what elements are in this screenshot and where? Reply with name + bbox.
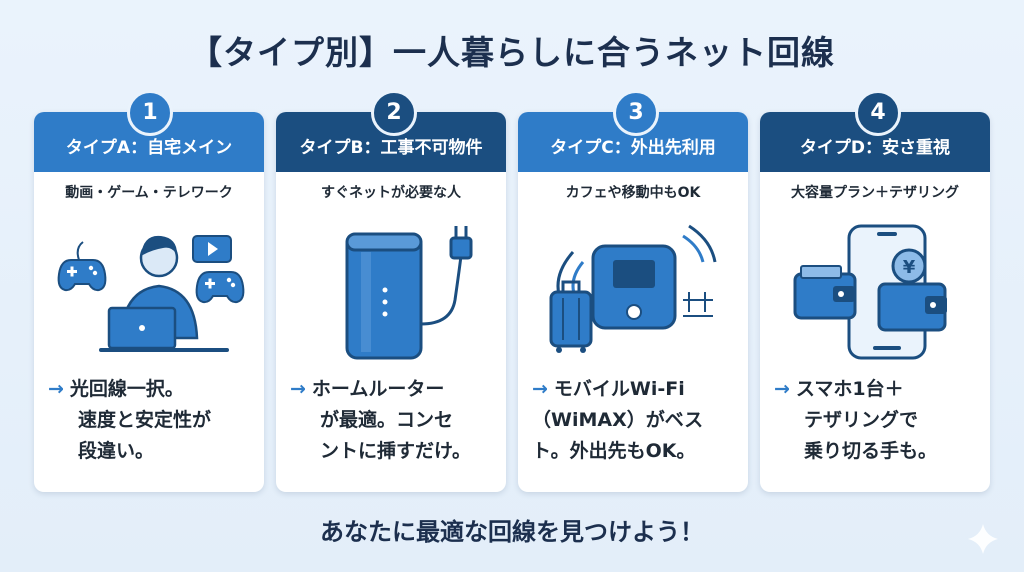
card-1-subtitle: 動画・ゲーム・テレワーク xyxy=(65,185,233,201)
arrow-right-icon: → xyxy=(774,378,790,400)
footer-message: あなたに最適な回線を見つけよう！ xyxy=(320,518,704,546)
card-3-description: →モバイルWi-Fi （WiMAX）がベス ト。外出先もOK。 xyxy=(532,378,704,462)
mobile-wifi-suitcase-icon xyxy=(549,224,717,353)
card-1-description: →光回線一択。 速度と安定性が 段違い。 xyxy=(48,378,212,462)
sparkle-icon xyxy=(968,524,998,554)
card-2-subtitle: すぐネットが必要な人 xyxy=(321,185,461,201)
card-1-number-badge: 1 xyxy=(127,90,173,136)
home-router-plug-icon xyxy=(345,226,473,360)
card-4-subtitle: 大容量プラン＋テザリング xyxy=(791,185,959,201)
card-3-subtitle: カフェや移動中もOK xyxy=(565,185,701,201)
card-2-description: →ホームルーター が最適。コンセ ントに挿すだけ。 xyxy=(290,378,472,462)
card-type-c: タイプC：外出先利用 カフェや移動中もOK →モバイルWi-Fi （WiMAX）… xyxy=(518,112,748,492)
card-3-header: タイプC：外出先利用 xyxy=(518,112,748,172)
arrow-right-icon: → xyxy=(532,378,548,400)
smartphone-wallet-yen-icon: ¥ xyxy=(793,224,947,360)
svg-text:¥: ¥ xyxy=(903,257,916,278)
card-4-header: タイプD：安さ重視 xyxy=(760,112,990,172)
card-type-b: タイプB：工事不可物件 すぐネットが必要な人 →ホームルーター が最適。コンセ … xyxy=(276,112,506,492)
card-type-d: タイプD：安さ重視 大容量プラン＋テザリング ¥ →スマホ1台＋ テザリングで … xyxy=(760,112,990,492)
arrow-right-icon: → xyxy=(290,378,306,400)
arrow-right-icon: → xyxy=(48,378,64,400)
card-4-number-badge: 4 xyxy=(855,90,901,136)
card-type-a: タイプA：自宅メイン 動画・ゲーム・テレワーク →光回線一択。 速度と安定性が … xyxy=(34,112,264,492)
page-title: 【タイプ別】一人暮らしに合うネット回線 xyxy=(189,33,835,72)
card-2-number-badge: 2 xyxy=(371,90,417,136)
card-3-number-badge: 3 xyxy=(613,90,659,136)
card-4-description: →スマホ1台＋ テザリングで 乗り切る手も。 xyxy=(774,378,938,462)
person-laptop-gaming-icon xyxy=(57,235,245,352)
